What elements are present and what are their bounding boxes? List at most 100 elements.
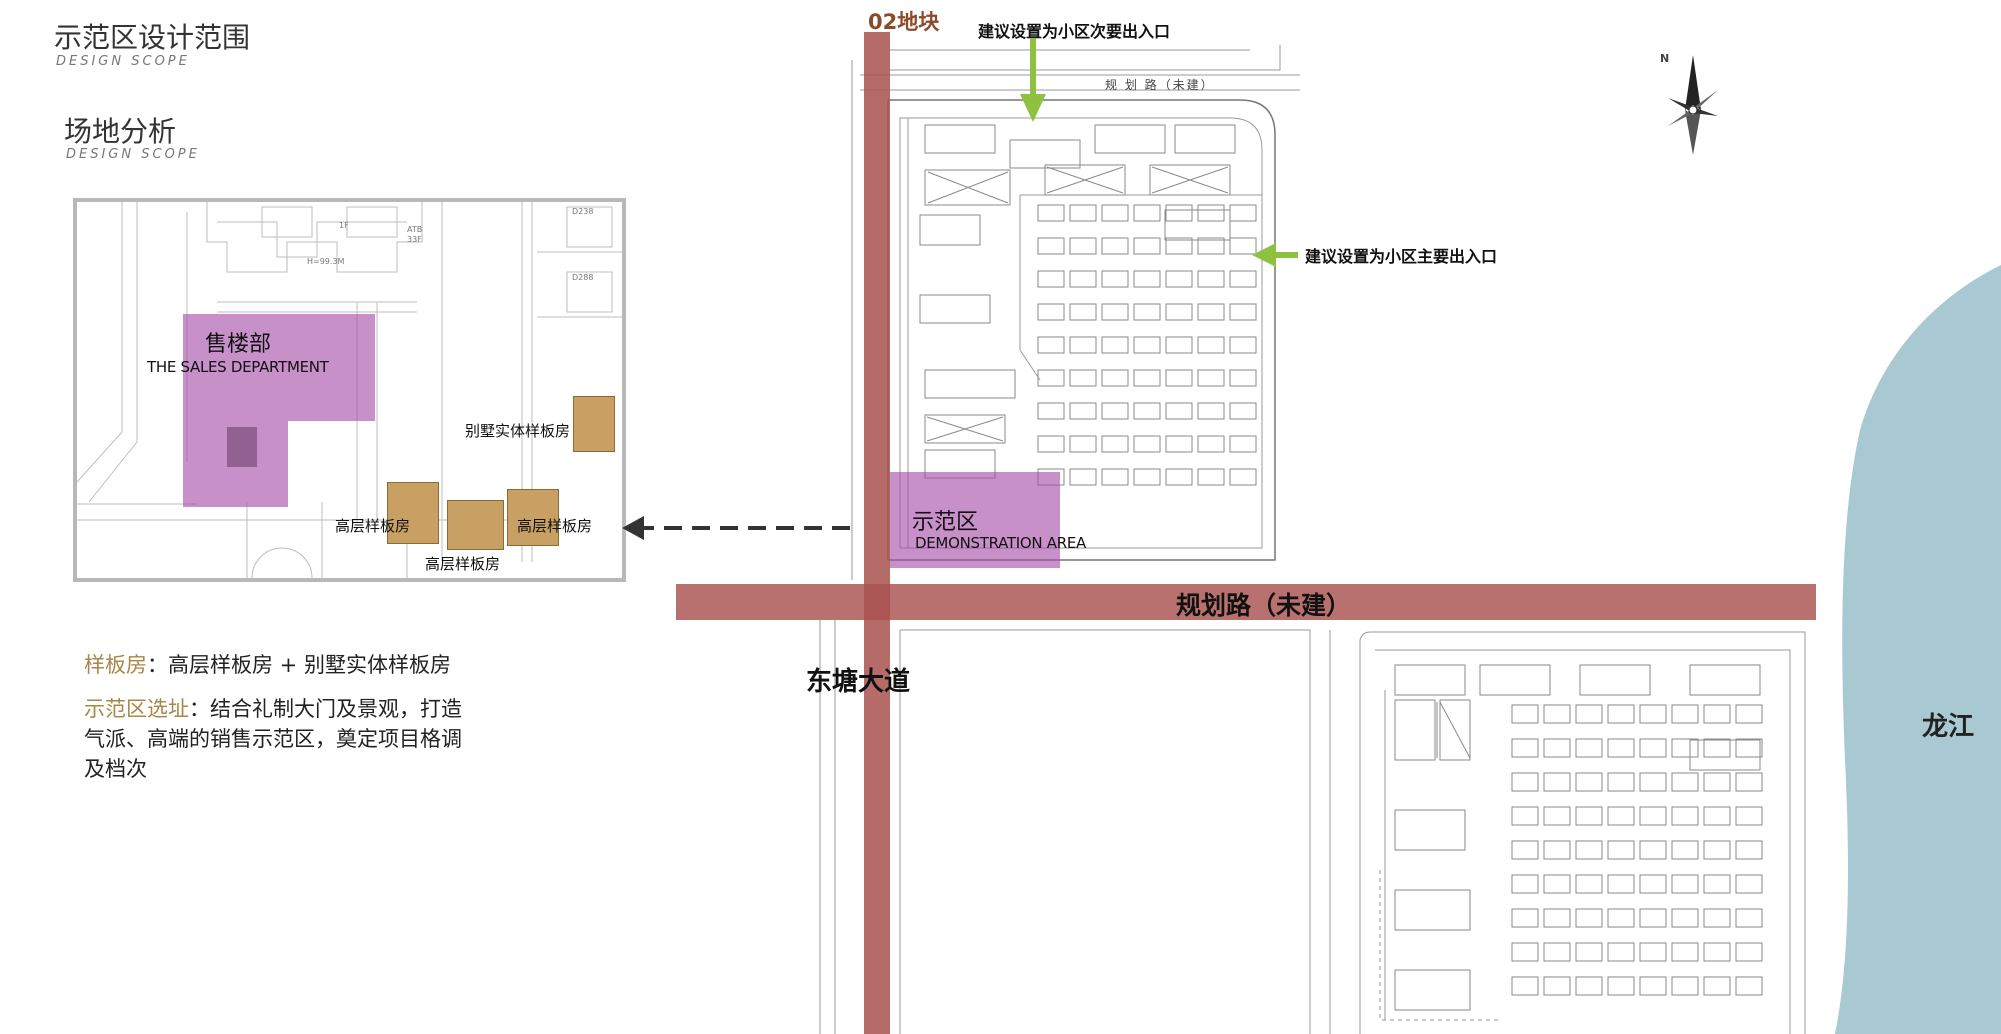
page-title-en: DESIGN SCOPE: [56, 54, 190, 69]
villa-unit: [1037, 435, 1065, 453]
villa-unit: [1165, 303, 1193, 321]
villa-unit: [1229, 204, 1257, 222]
villa-unit: [1037, 204, 1065, 222]
villa-unit: [1671, 908, 1699, 928]
villa-unit: [1543, 942, 1571, 962]
villa-unit: [1543, 874, 1571, 894]
villa-unit: [1575, 976, 1603, 996]
villa-unit: [1543, 976, 1571, 996]
note-text: ：高层样板房 + 别墅实体样板房: [147, 653, 451, 677]
villa-unit: [1101, 468, 1129, 486]
villa-unit: [1069, 204, 1097, 222]
villa-unit: [1703, 942, 1731, 962]
villa-unit: [1069, 270, 1097, 288]
villa-unit: [1607, 908, 1635, 928]
villa-unit: [1197, 204, 1225, 222]
villa-unit: [1735, 976, 1763, 996]
villa-unit: [1735, 874, 1763, 894]
villa-unit: [1101, 402, 1129, 420]
villa-unit: [1575, 738, 1603, 758]
villa-unit: [1575, 908, 1603, 928]
svg-text:1F: 1F: [339, 221, 349, 230]
villa-unit: [1197, 270, 1225, 288]
villa-unit: [1575, 942, 1603, 962]
inset-site-plan: 1F ATB 33F H=99.3M D238 D288 售楼部 THE SAL…: [73, 198, 626, 582]
sales-department-zone-lower: [183, 421, 288, 507]
villa-unit: [1101, 303, 1129, 321]
highrise-label-left: 高层样板房: [335, 517, 411, 535]
villa-unit: [1511, 772, 1539, 792]
svg-text:ATB: ATB: [407, 225, 422, 234]
villa-grid-lower: [1511, 704, 1763, 996]
villa-unit: [1133, 369, 1161, 387]
villa-unit: [1639, 840, 1667, 860]
villa-unit: [1735, 704, 1763, 724]
villa-unit: [1229, 303, 1257, 321]
notes-block: 样板房：高层样板房 + 别墅实体样板房 示范区选址：结合礼制大门及景观，打造 气…: [84, 650, 554, 784]
villa-unit: [1703, 806, 1731, 826]
villa-unit: [1069, 237, 1097, 255]
river-label: 龙江: [1922, 712, 1975, 742]
villa-unit: [1511, 704, 1539, 724]
villa-unit: [1165, 468, 1193, 486]
villa-sample-block: [573, 396, 615, 452]
villa-unit: [1607, 976, 1635, 996]
villa-unit: [1101, 435, 1129, 453]
villa-unit: [1639, 942, 1667, 962]
page-title: 示范区设计范围: [54, 21, 251, 54]
villa-unit: [1607, 704, 1635, 724]
villa-unit: [1639, 738, 1667, 758]
demonstration-area-label-en: DEMONSTRATION AREA: [915, 534, 1086, 552]
villa-unit: [1133, 204, 1161, 222]
main-entrance-label: 建议设置为小区主要出入口: [1305, 247, 1498, 266]
demonstration-area-zone: [890, 472, 1060, 568]
sales-department-zone: [183, 314, 375, 421]
villa-unit: [1165, 204, 1193, 222]
road-planned: [676, 584, 1816, 620]
villa-unit: [1639, 874, 1667, 894]
villa-unit: [1575, 874, 1603, 894]
villa-unit: [1197, 303, 1225, 321]
villa-unit: [1037, 237, 1065, 255]
villa-unit: [1671, 874, 1699, 894]
note-line-4: 及档次: [84, 757, 147, 781]
villa-unit: [1511, 806, 1539, 826]
villa-unit: [1639, 908, 1667, 928]
villa-unit: [1133, 435, 1161, 453]
villa-unit: [1575, 704, 1603, 724]
villa-unit: [1133, 303, 1161, 321]
villa-unit: [1639, 976, 1667, 996]
section-title-en: DESIGN SCOPE: [66, 147, 200, 162]
villa-unit: [1735, 942, 1763, 962]
note-text: ：结合礼制大门及景观，打造: [189, 697, 462, 721]
villa-unit: [1101, 204, 1129, 222]
north-arrow-icon: [1668, 55, 1718, 155]
villa-unit: [1703, 704, 1731, 724]
villa-unit: [1037, 270, 1065, 288]
villa-unit: [1607, 874, 1635, 894]
villa-unit: [1165, 402, 1193, 420]
villa-unit: [1101, 270, 1129, 288]
villa-unit: [1069, 468, 1097, 486]
villa-unit: [1703, 976, 1731, 996]
villa-unit: [1735, 840, 1763, 860]
villa-unit: [1037, 303, 1065, 321]
villa-unit: [1197, 369, 1225, 387]
villa-unit: [1133, 237, 1161, 255]
secondary-entrance-arrow: [1020, 38, 1046, 122]
villa-unit: [1511, 908, 1539, 928]
villa-unit: [1165, 435, 1193, 453]
villa-unit: [1165, 336, 1193, 354]
villa-unit: [1165, 369, 1193, 387]
highrise-sample-block: [387, 482, 439, 544]
villa-unit: [1543, 704, 1571, 724]
villa-unit: [1575, 806, 1603, 826]
villa-unit: [1735, 772, 1763, 792]
note-key: 样板房: [84, 653, 147, 677]
sales-department-label-en: THE SALES DEPARTMENT: [147, 358, 329, 376]
note-line-2: 示范区选址：结合礼制大门及景观，打造: [84, 694, 554, 724]
villa-unit: [1607, 840, 1635, 860]
villa-unit: [1671, 704, 1699, 724]
note-line-1: 样板房：高层样板房 + 别墅实体样板房: [84, 650, 554, 680]
